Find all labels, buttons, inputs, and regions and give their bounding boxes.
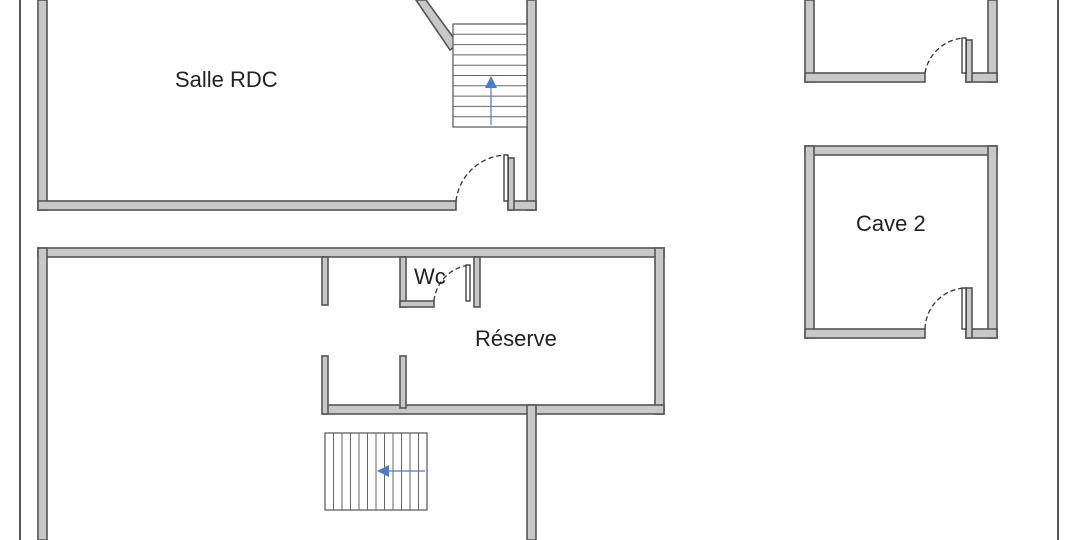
door-cave-2 (924, 287, 967, 330)
stair-arrow-left (377, 465, 389, 477)
stair-up-arrow (485, 76, 497, 88)
door-wc (433, 264, 471, 302)
staircase-salle-rdc (452, 23, 528, 128)
room-label-reserve: Réserve (475, 326, 557, 351)
door-cave-top (924, 37, 967, 74)
door-salle-rdc (455, 154, 509, 202)
room-cave-2 (804, 145, 998, 339)
room-label-wc: Wc (414, 264, 446, 289)
room-salle-rdc (37, 0, 537, 211)
room-cave-top (804, 0, 998, 83)
room-lower-block (37, 247, 665, 540)
room-label-salle-rdc: Salle RDC (175, 67, 278, 92)
staircase-lower (324, 432, 428, 511)
room-label-cave-2: Cave 2 (856, 211, 926, 236)
